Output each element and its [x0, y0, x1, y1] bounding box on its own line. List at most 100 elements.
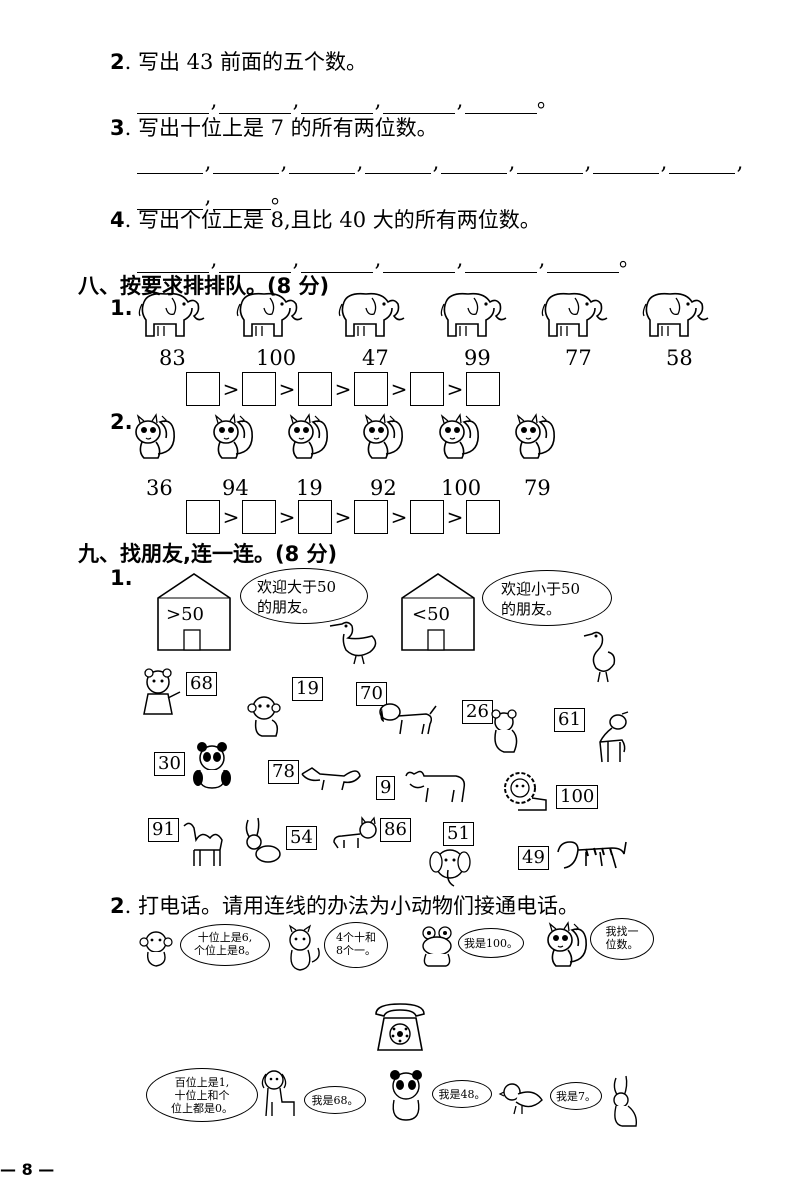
blank[interactable] [517, 155, 583, 174]
squirrel-number: 79 [524, 476, 551, 500]
squirrel-number: 94 [222, 476, 249, 500]
answer-box[interactable] [242, 500, 276, 534]
number-tag: 26 [462, 700, 493, 724]
ox-icon [405, 770, 466, 803]
elephant-icon [642, 292, 709, 337]
blank[interactable] [213, 155, 279, 174]
blank[interactable] [383, 254, 455, 273]
number-tag: 78 [268, 760, 299, 784]
camel-icon [183, 822, 223, 866]
number-tag: 91 [148, 818, 179, 842]
squirrel-icon [515, 414, 556, 459]
bird-icon [498, 1083, 543, 1115]
speech-bubble: 我是7。 [550, 1082, 602, 1110]
blank[interactable] [137, 95, 209, 114]
page-number: — 8 — [0, 1160, 55, 1179]
squirrel-number: 92 [370, 476, 397, 500]
blank[interactable] [137, 155, 203, 174]
number-tag: 68 [186, 672, 217, 696]
fox-icon [301, 767, 361, 791]
squirrel-icon [288, 414, 329, 459]
blank[interactable] [365, 155, 431, 174]
cat-icon [288, 924, 320, 971]
answer-box[interactable] [354, 372, 388, 406]
elephant-number: 77 [565, 346, 592, 370]
blank[interactable] [301, 95, 373, 114]
house-label: <50 [412, 604, 450, 625]
duck-icon [329, 621, 377, 665]
blank[interactable] [289, 155, 355, 174]
blank[interactable] [547, 254, 619, 273]
house-icon [157, 573, 231, 651]
order-row-elephants: > > > > > [186, 372, 500, 406]
elephant-number: 58 [666, 346, 693, 370]
lion-icon [504, 772, 547, 811]
answer-box[interactable] [410, 372, 444, 406]
monkey-icon [139, 931, 173, 967]
section-8-part-1: 1. [110, 296, 133, 320]
elephant-icon [429, 849, 471, 887]
squirrel-icon [547, 922, 588, 967]
answer-line-q3-b: ,。 [137, 180, 292, 210]
elephant-icon [138, 292, 205, 337]
answer-box[interactable] [466, 372, 500, 406]
rabbit-icon [613, 1075, 638, 1127]
cat-icon [333, 816, 377, 849]
number-tag: 51 [443, 822, 474, 846]
speech-bubble: 我是100。 [458, 928, 524, 958]
answer-box[interactable] [298, 372, 332, 406]
answer-box[interactable] [410, 500, 444, 534]
blank[interactable] [137, 254, 209, 273]
mouse-icon [491, 709, 518, 753]
blank[interactable] [669, 155, 735, 174]
blank[interactable] [465, 254, 537, 273]
panda-icon [193, 742, 231, 789]
number-tag: 30 [154, 752, 185, 776]
blank[interactable] [137, 191, 203, 210]
answer-box[interactable] [466, 500, 500, 534]
number-tag: 19 [292, 677, 323, 701]
rabbit-icon [245, 817, 281, 863]
number-tag: 61 [554, 708, 585, 732]
bear-icon [143, 668, 181, 715]
blank[interactable] [219, 95, 291, 114]
speech-bubble: 我是68。 [304, 1086, 366, 1114]
number-tag: 100 [556, 785, 599, 809]
speech-bubble: 十位上是6,个位上是8。 [180, 924, 270, 966]
question-3: 3. 写出十位上是 7 的所有两位数。 [110, 116, 438, 140]
house-icon [401, 573, 475, 651]
answer-box[interactable] [242, 372, 276, 406]
squirrel-number: 100 [441, 476, 482, 500]
house-label: >50 [166, 604, 204, 625]
blank[interactable] [441, 155, 507, 174]
number-tag: 9 [376, 776, 396, 800]
answer-box[interactable] [298, 500, 332, 534]
blank[interactable] [301, 254, 373, 273]
squirrel-icon [363, 414, 404, 459]
answer-box[interactable] [186, 500, 220, 534]
speech-bubble: 欢迎大于50 的朋友。 [240, 568, 368, 624]
squirrel-icon [213, 414, 253, 459]
panda-icon [390, 1070, 422, 1121]
dog-icon [261, 1070, 295, 1117]
blank[interactable] [383, 95, 455, 114]
elephant-icon [236, 292, 303, 337]
monkey-icon [247, 696, 281, 737]
elephant-icon [338, 292, 405, 337]
question-2: 2. 写出 43 前面的五个数。 [110, 50, 368, 74]
section-9-title: 九、找朋友,连一连。(8 分) [78, 542, 338, 566]
elephant-number: 47 [362, 346, 389, 370]
order-row-squirrels: > > > > > [186, 500, 500, 534]
blank[interactable] [465, 95, 537, 114]
blank[interactable] [213, 191, 271, 210]
answer-box[interactable] [186, 372, 220, 406]
answer-line-q2: ,,,,。 [137, 84, 558, 114]
elephant-number: 100 [256, 346, 297, 370]
blank[interactable] [593, 155, 659, 174]
section-8-part-2: 2. [110, 410, 133, 434]
answer-box[interactable] [354, 500, 388, 534]
blank[interactable] [219, 254, 291, 273]
speech-bubble: 我找一位数。 [590, 918, 654, 960]
squirrel-icon [439, 414, 480, 459]
